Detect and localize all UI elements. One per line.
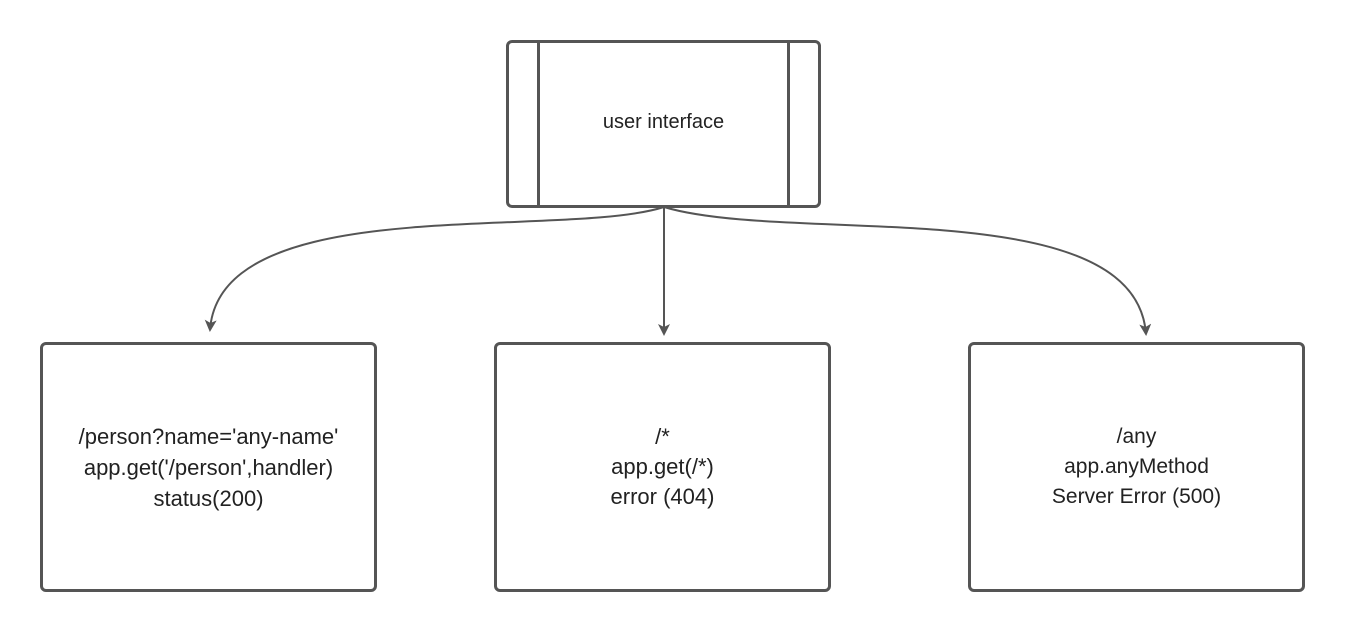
any-route-url: /any (1116, 425, 1157, 448)
wildcard-route-node: /* app.get(/*) error (404) (494, 342, 831, 592)
wildcard-route-handler: app.get(/*) (611, 454, 714, 479)
person-route-node: /person?name='any-name' app.get('/person… (40, 342, 377, 592)
any-route-node: /any app.anyMethod Server Error (500) (968, 342, 1305, 592)
any-route-handler: app.anyMethod (1064, 455, 1209, 478)
person-route-url: /person?name='any-name' (78, 423, 339, 449)
any-route-status: Server Error (500) (1051, 485, 1222, 508)
edge-root-to-any-route (663, 206, 1152, 336)
user-interface-node: user interface (506, 40, 821, 208)
ui-node-right-bar (787, 43, 790, 205)
user-interface-label: user interface (602, 110, 725, 133)
person-route-handler: app.get('/person',handler) (83, 454, 334, 480)
wildcard-route-url: /* (655, 424, 670, 449)
ui-node-left-bar (537, 43, 540, 205)
person-route-status: status(200) (153, 485, 264, 511)
wildcard-route-status: error (404) (610, 484, 715, 509)
edge-root-to-person-route (204, 206, 665, 332)
